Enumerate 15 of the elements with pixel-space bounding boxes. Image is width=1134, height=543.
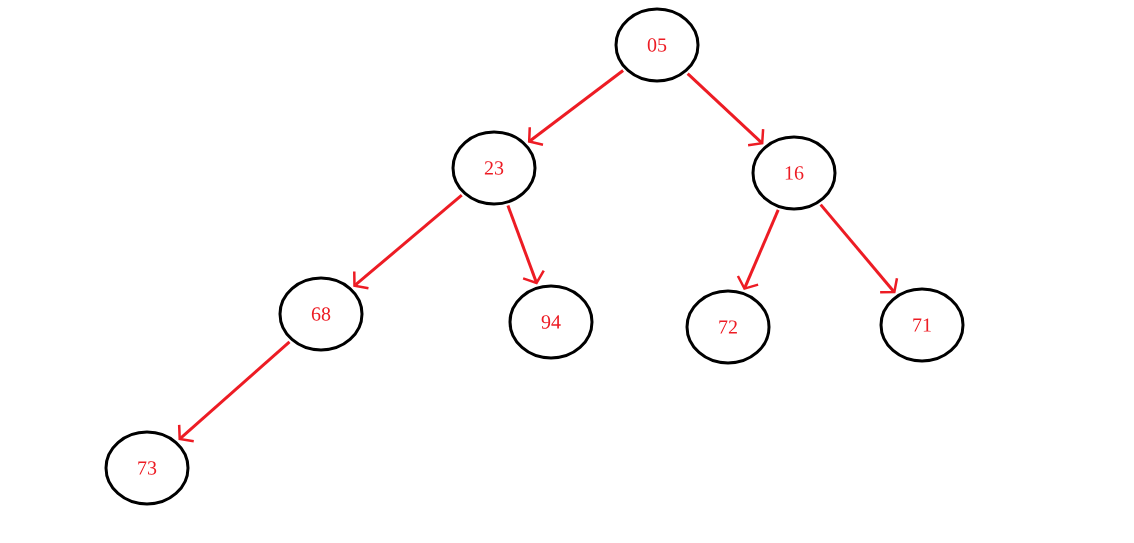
- arrow: [506, 205, 545, 285]
- arrow: [527, 69, 624, 146]
- tree-node: 72: [685, 289, 771, 365]
- arrow: [819, 203, 899, 294]
- arrow: [177, 340, 291, 443]
- arrow: [736, 209, 780, 291]
- tree-node: 71: [879, 287, 965, 363]
- arrow: [686, 72, 765, 147]
- tree-node: 68: [278, 276, 364, 352]
- tree-node: 16: [751, 135, 837, 211]
- tree-node: 94: [508, 284, 594, 360]
- arrow: [353, 194, 463, 290]
- tree-node: 05: [614, 7, 700, 83]
- tree-node: 73: [104, 430, 190, 506]
- tree-node: 23: [451, 130, 537, 206]
